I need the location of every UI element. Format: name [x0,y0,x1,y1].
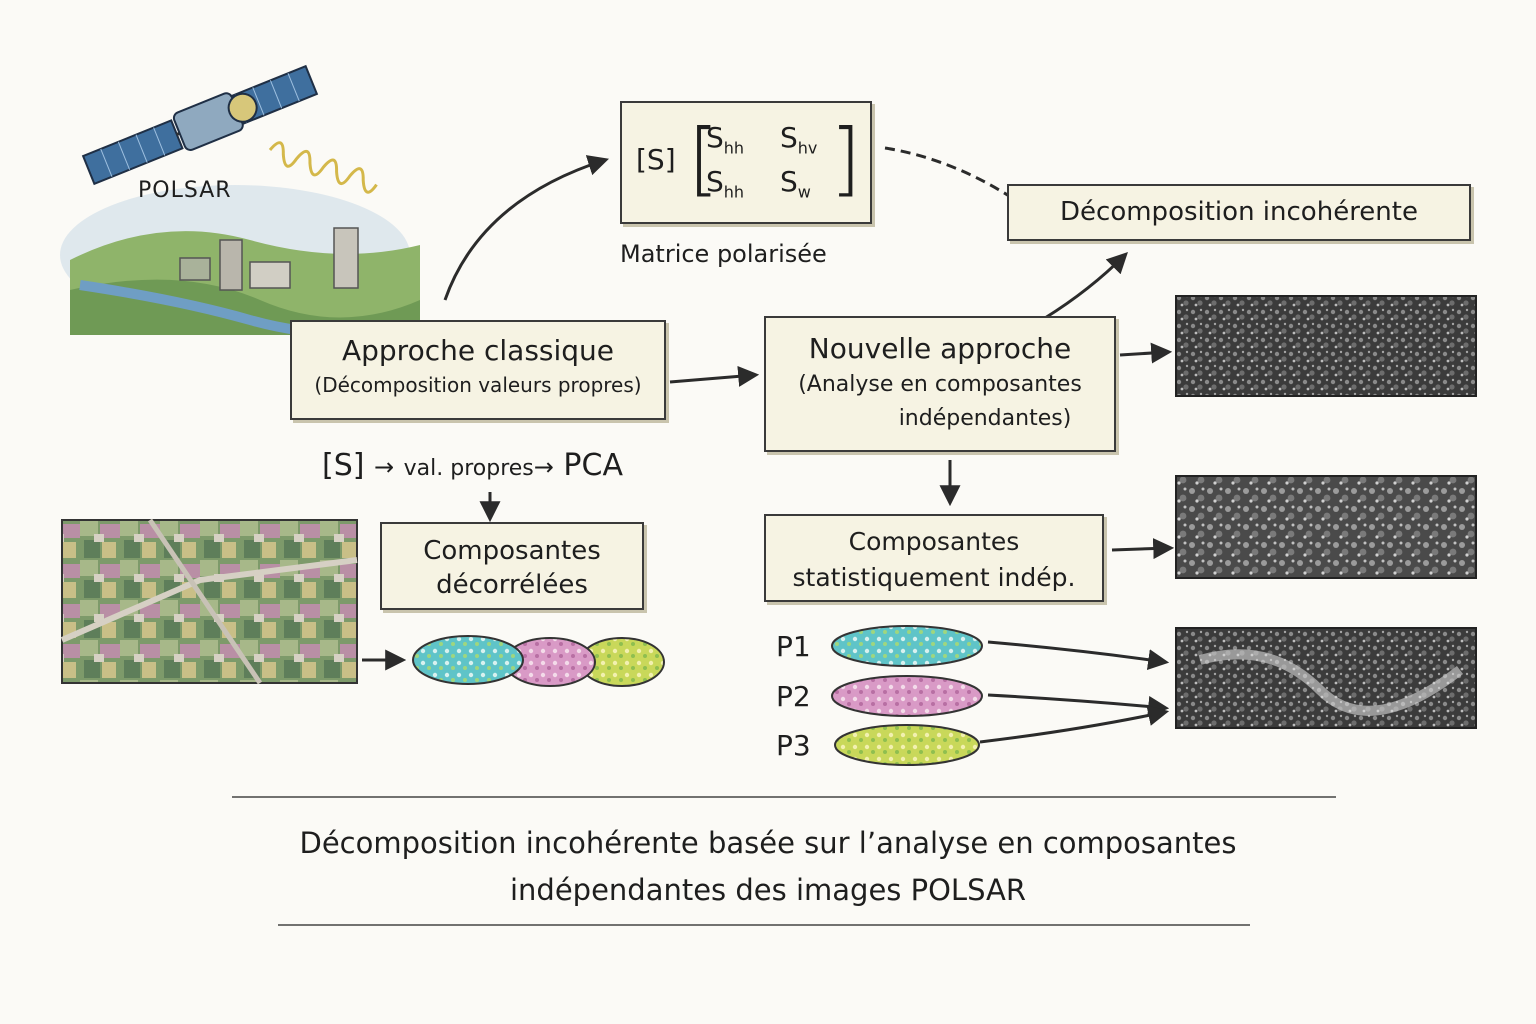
matrix-bracket-right: ] [830,112,862,205]
caption-line1: Décomposition incohérente basée sur l’an… [299,826,1237,860]
component-p1-ellipse [831,625,983,667]
component-image-3 [1175,627,1477,729]
decorrelated-ellipses [412,635,665,687]
component-p2-label: P2 [776,680,811,713]
decorrelated-line2: décorrélées [436,570,588,600]
classic-approach-subtitle: (Décomposition valeurs propres) [314,373,642,397]
satellite-illustration [60,64,420,339]
matrix-bracket-left: [ [688,112,720,205]
decomposition-box-label: Décomposition incohérente [1060,197,1418,227]
decomposition-box: Décomposition incohérente [1007,184,1471,241]
new-approach-box: Nouvelle approche (Analyse en composante… [764,316,1116,452]
component-p3-label: P3 [776,729,811,762]
matrix-s11: Shh [706,121,745,158]
matrix-s12: Shv [780,121,818,158]
statistical-components-box: Composantes statistiquement indép. [764,514,1104,602]
classic-flow-pca: PCA [563,448,623,483]
matrix-prefix: [S] [636,143,676,176]
satellite-image [61,519,358,684]
classic-flow-arrow-2: → [533,453,554,481]
component-p1-label: P1 [776,630,811,663]
classic-approach-title: Approche classique [341,334,615,367]
decorrelated-box: Composantes décorrélées [380,522,644,610]
component-image-2 [1175,475,1477,579]
flow-arrows [362,146,1175,744]
matrix-caption: Matrice polarisée [620,240,827,268]
classic-flow-eigenvalues: val. propres [403,456,534,481]
decorrelated-line1: Composantes [423,536,601,566]
new-approach-line3: indépendantes) [898,406,1072,431]
statistical-line2: statistiquement indép. [792,563,1076,592]
satellite-label: POLSAR [138,178,232,203]
statistical-line1: Composantes [848,527,1020,556]
component-p2-ellipse [831,675,983,717]
new-approach-line2: (Analyse en composantes [798,372,1082,397]
matrix-s22: Sw [780,165,811,202]
matrix-s21: Shh [706,165,745,202]
new-approach-title: Nouvelle approche [808,332,1072,365]
classic-approach-box: Approche classique (Décomposition valeur… [290,320,666,420]
classic-flow: [S] → val. propres→ PCA [322,448,623,483]
component-image-1 [1175,295,1477,397]
component-p3-ellipse [834,724,980,766]
caption-line2: indépendantes des images POLSAR [509,873,1027,907]
matrix-box: [S] [ ] Shh Shv Shh Sw [620,101,872,224]
classic-flow-s: [S] [322,448,365,483]
classic-flow-arrow: → [374,453,395,481]
